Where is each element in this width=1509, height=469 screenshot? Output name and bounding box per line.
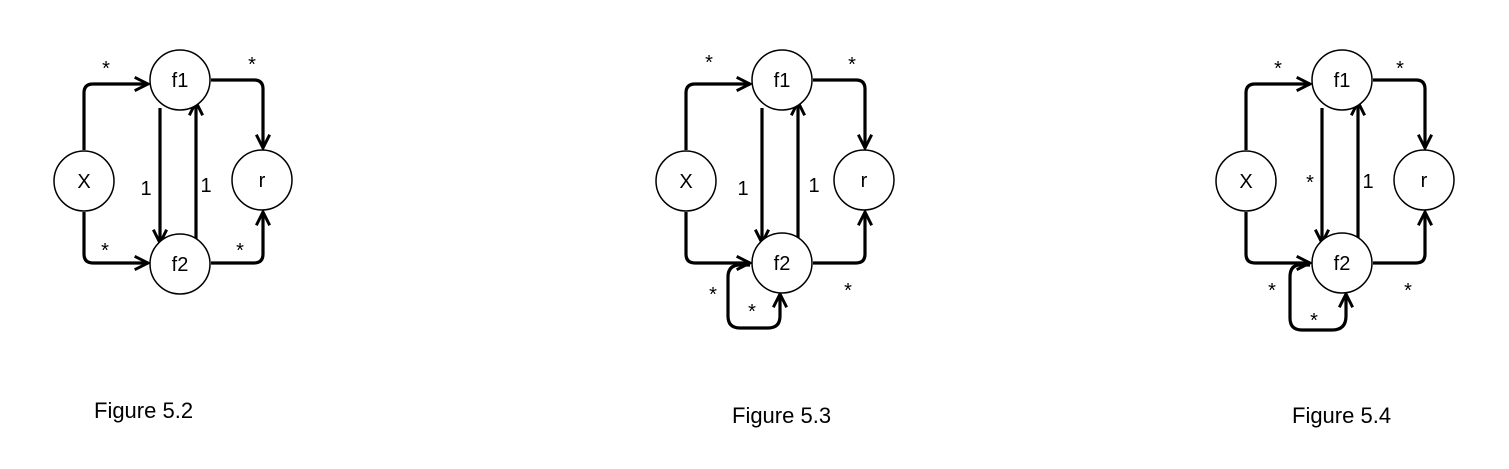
- node-r: r: [833, 149, 895, 211]
- edge-x-to-f1: [82, 84, 148, 150]
- edge-label: *: [848, 54, 856, 76]
- node-f2: f2: [751, 232, 813, 294]
- edge-label: 1: [140, 178, 151, 200]
- figure-caption-3: Figure 5.4: [1292, 403, 1392, 428]
- edge-x-to-f1: [1244, 84, 1310, 150]
- edge-label: 1: [737, 178, 748, 200]
- node-label: f1: [1334, 70, 1351, 92]
- figure-3: Xf1 f2 r * * 1 * * * *: [1215, 49, 1455, 332]
- node-f2: f2: [1311, 232, 1373, 294]
- node-label: X: [1239, 171, 1252, 193]
- edge-label: *: [709, 284, 717, 306]
- edge-label: *: [1274, 58, 1282, 80]
- edge-x-to-f2: [82, 212, 148, 263]
- node-r: r: [1393, 149, 1455, 211]
- node-f1: f1: [751, 49, 813, 111]
- edge-label: *: [1306, 172, 1314, 194]
- edge-label: *: [1310, 310, 1318, 332]
- edge-label: 1: [200, 175, 211, 197]
- edge-label: *: [248, 54, 256, 76]
- figure-1: Xf1 f2 r * * 1 1 * *: [53, 49, 293, 295]
- edge-f1-to-r: [813, 78, 865, 148]
- edge-label: *: [705, 52, 713, 74]
- edge-x-to-f2: [1244, 212, 1310, 263]
- edge-f2-to-r: [813, 212, 865, 265]
- node-label: r: [1421, 170, 1428, 192]
- node-f2: f2: [149, 233, 211, 295]
- node-label: X: [679, 171, 692, 193]
- node-label: f2: [774, 253, 791, 275]
- edge-label: *: [101, 240, 109, 262]
- node-x: X: [655, 150, 717, 212]
- node-label: r: [259, 170, 266, 192]
- node-label: X: [77, 171, 90, 193]
- figure-2: Xf1 f2 r * 1 1 * * * *: [655, 49, 895, 330]
- edge-f2-to-f2: [726, 263, 780, 330]
- edge-f2-to-r: [211, 212, 263, 265]
- node-label: r: [861, 170, 868, 192]
- edge-f2-to-f2: [1288, 263, 1346, 332]
- edge-label: 1: [808, 175, 819, 197]
- figure-caption-2: Figure 5.3: [732, 403, 832, 428]
- edge-f1-to-r: [211, 78, 263, 148]
- edge-f2-to-r: [1373, 212, 1425, 265]
- edge-label: 1: [1362, 171, 1373, 193]
- edge-f1-to-r: [1373, 78, 1425, 148]
- edge-label: *: [1396, 58, 1404, 80]
- figure-caption-1: Figure 5.2: [94, 398, 194, 423]
- node-f1: f1: [1311, 49, 1373, 111]
- node-label: f1: [172, 70, 189, 92]
- node-f1: f1: [149, 49, 211, 111]
- node-x: X: [53, 150, 115, 212]
- edge-label: *: [1268, 280, 1276, 302]
- edge-label: *: [748, 301, 756, 323]
- edge-label: *: [844, 280, 852, 302]
- node-label: f2: [1334, 253, 1351, 275]
- node-x: X: [1215, 150, 1277, 212]
- node-r: r: [231, 149, 293, 211]
- node-label: f1: [774, 70, 791, 92]
- edge-label: *: [1404, 280, 1412, 302]
- edge-x-to-f1: [684, 84, 750, 150]
- edge-x-to-f2: [684, 212, 750, 263]
- node-label: f2: [172, 254, 189, 276]
- edge-label: *: [236, 240, 244, 262]
- edge-label: *: [102, 58, 110, 80]
